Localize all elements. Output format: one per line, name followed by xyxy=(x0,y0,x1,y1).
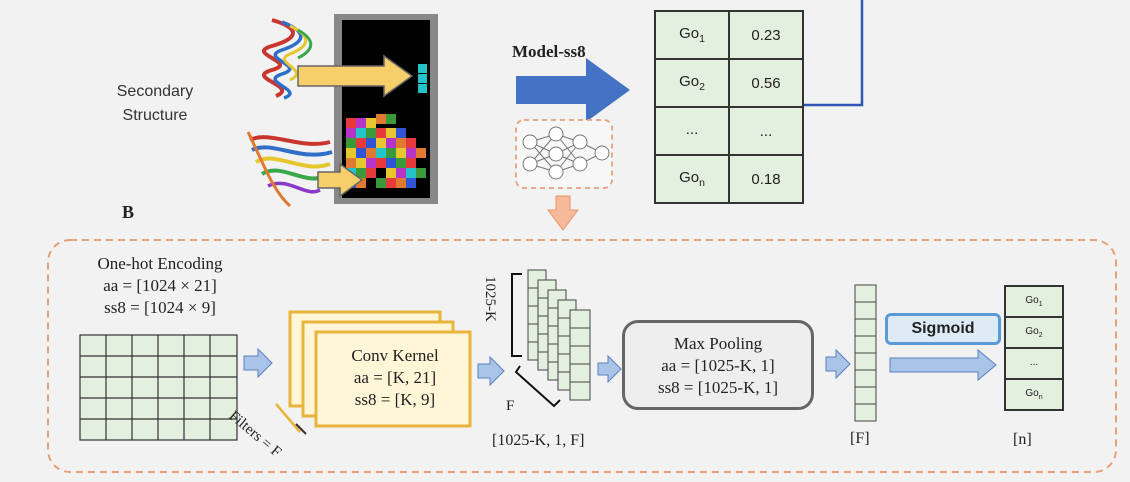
output-size-label: [n] xyxy=(1013,431,1032,448)
arrow-stack-to-pool xyxy=(597,354,622,384)
model-arrow xyxy=(516,58,630,122)
protein-helix-icon xyxy=(262,18,313,100)
model-label: Model-ss8 xyxy=(512,42,586,61)
yellow-arrow-top xyxy=(297,54,414,98)
arrow-pool-to-vector xyxy=(825,348,851,380)
arrow-vector-to-output xyxy=(889,348,997,382)
table-row: Go1 xyxy=(1004,285,1064,318)
conv-kernel-title: Conv Kernel xyxy=(351,346,439,365)
conv-output-shape-label: [1025-K, 1, F] xyxy=(492,432,585,449)
table-row: ...... xyxy=(654,106,804,156)
sigmoid-box: Sigmoid xyxy=(885,313,1001,345)
max-pooling-title: Max Pooling xyxy=(673,334,763,353)
secondary-structure-label: Secondary Structure xyxy=(100,80,210,128)
f-vector xyxy=(854,284,877,422)
filters-bracket xyxy=(275,403,301,433)
conv-output-stack xyxy=(527,269,591,401)
arrow-onehot-to-conv xyxy=(243,347,273,379)
protein-sheet-icon xyxy=(246,131,333,208)
neural-net-box xyxy=(515,119,613,189)
connector-line xyxy=(804,0,864,107)
table-row: Go2 xyxy=(1004,316,1064,349)
table-row: Gon xyxy=(1004,378,1064,411)
section-label-b: B xyxy=(122,202,135,222)
max-pooling-ss8: ss8 = [1025-K, 1] xyxy=(657,378,779,397)
conv-output-depth-label: F xyxy=(506,398,515,414)
max-pooling-box xyxy=(622,320,814,410)
conv-card-front xyxy=(314,330,472,428)
height-bracket xyxy=(511,273,522,357)
table-row: ... xyxy=(1004,347,1064,380)
f-vector-label: [F] xyxy=(850,430,870,447)
conv-kernel-ss8: ss8 = [K, 9] xyxy=(354,390,436,409)
onehot-encoding-label: One-hot Encoding aa = [1024 × 21] ss8 = … xyxy=(70,253,250,319)
yellow-arrow-bottom xyxy=(317,162,364,198)
neural-net-icon xyxy=(522,126,610,180)
panel-b-border xyxy=(47,239,1117,473)
conv-output-height-label: 1025-K xyxy=(482,276,498,322)
onehot-title: One-hot Encoding xyxy=(97,254,223,273)
output-go-table: Go1 Go2 ... Gon xyxy=(1004,285,1064,411)
secondary-label-line1: Secondary xyxy=(116,83,194,100)
arrow-conv-to-stack xyxy=(477,355,505,387)
conv-kernel-label: Conv Kernel aa = [K, 21] ss8 = [K, 9] xyxy=(320,345,470,411)
orange-down-arrow xyxy=(547,195,579,231)
depth-bracket xyxy=(514,365,561,408)
secondary-label-line2: Structure xyxy=(122,107,188,124)
conv-kernel-aa: aa = [K, 21] xyxy=(353,368,437,387)
max-pooling-aa: aa = [1025-K, 1] xyxy=(661,356,775,375)
onehot-ss8: ss8 = [1024 × 9] xyxy=(104,298,216,317)
onehot-aa: aa = [1024 × 21] xyxy=(103,276,217,295)
max-pooling-label: Max Pooling aa = [1025-K, 1] ss8 = [1025… xyxy=(622,333,814,399)
